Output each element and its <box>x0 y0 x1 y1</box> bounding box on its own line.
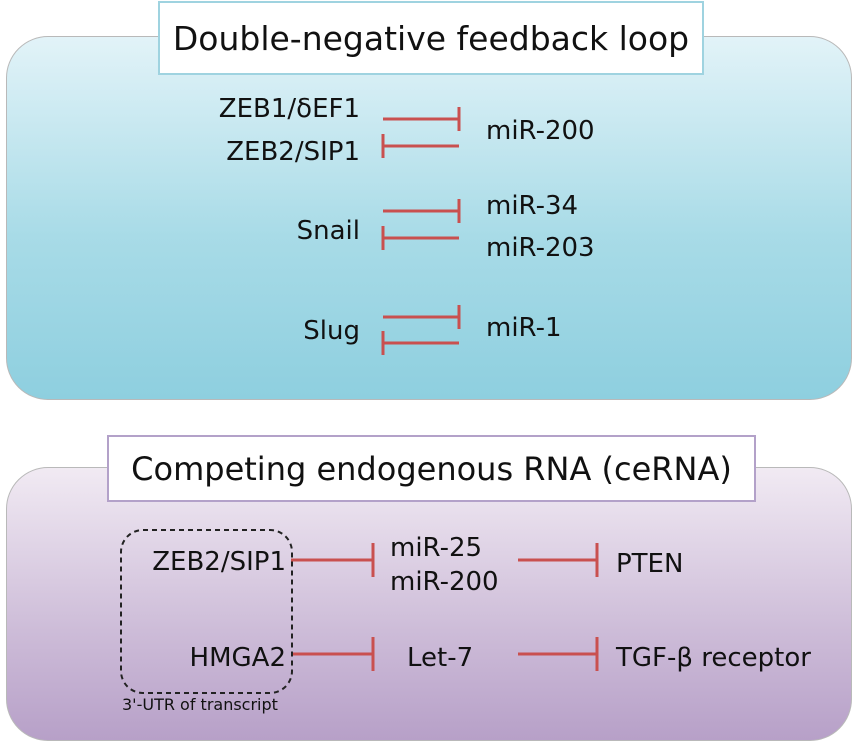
pair3-left-1: Slug <box>303 316 360 346</box>
pair2-right-1: miR-34 <box>486 191 579 221</box>
cerna-row2-source: HMGA2 <box>189 643 286 673</box>
cerna-row1-mirna-1: miR-25 <box>390 533 483 563</box>
pair2-right-2: miR-203 <box>486 233 595 263</box>
cerna-title-text: Competing endogenous RNA (ceRNA) <box>131 449 732 488</box>
feedback-loop-title-text: Double-negative feedback loop <box>172 18 690 58</box>
cerna-row1-target-arrow <box>518 543 599 577</box>
pair1-left-2: ZEB2/SIP1 <box>226 137 360 167</box>
cerna-row1-target: PTEN <box>616 549 684 579</box>
pair2-forward-arrow <box>383 199 461 223</box>
feedback-loop-panel <box>6 36 852 400</box>
pair1-right-1: miR-200 <box>486 116 595 146</box>
feedback-loop-title: Double-negative feedback loop <box>158 1 704 75</box>
pair1-left-1: ZEB1/δEF1 <box>218 94 360 124</box>
pair1-reverse-arrow <box>381 134 459 158</box>
pair3-reverse-arrow <box>381 331 459 355</box>
utr-label: 3'-UTR of transcript <box>122 695 278 714</box>
cerna-row2-source-arrow <box>291 637 375 671</box>
cerna-row2-target-arrow <box>518 637 599 671</box>
cerna-row2-target: TGF-β receptor <box>616 643 811 673</box>
cerna-row1-source-arrow <box>291 543 375 577</box>
cerna-row1-source: ZEB2/SIP1 <box>152 547 286 577</box>
utr-dashed-box <box>120 529 293 694</box>
cerna-title: Competing endogenous RNA (ceRNA) <box>107 435 756 502</box>
cerna-row1-mirna-2: miR-200 <box>390 567 499 597</box>
pair3-right-1: miR-1 <box>486 313 562 343</box>
cerna-row2-mirna-1: Let-7 <box>407 643 474 673</box>
arrow-layer <box>120 107 599 694</box>
pair1-forward-arrow <box>383 107 461 131</box>
pair2-reverse-arrow <box>381 226 459 250</box>
pair2-left-1: Snail <box>296 216 360 246</box>
pair3-forward-arrow <box>383 305 461 329</box>
